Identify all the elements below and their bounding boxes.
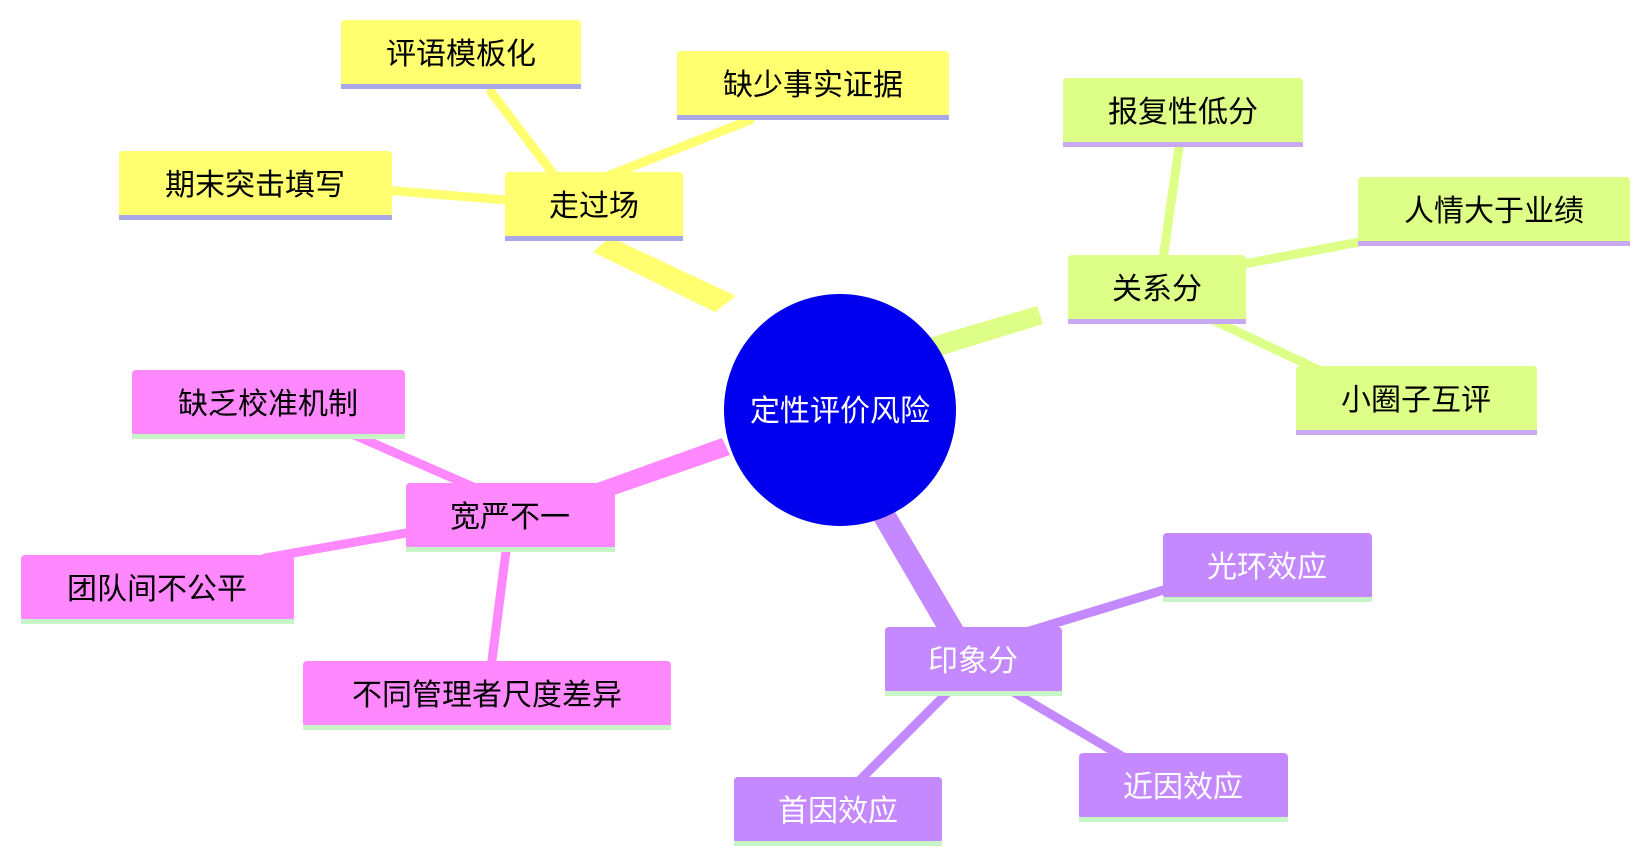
leaf-node-jinyin[interactable]: 近因效应 (1079, 753, 1288, 822)
center-node[interactable]: 定性评价风险 (724, 294, 956, 526)
branch-zouguochang: 走过场 评语模板化 缺少事实证据 期末突击填写 (119, 20, 949, 241)
leaf-node-guanghuan[interactable]: 光环效应 (1163, 533, 1372, 602)
branch-guanxifen: 关系分 报复性低分 人情大于业绩 小圈子互评 (1063, 78, 1630, 435)
edge-center-kuanyan (594, 438, 730, 500)
leaf-node-queshao[interactable]: 缺少事实证据 (677, 51, 949, 120)
edge-center-zouguochang (593, 237, 736, 312)
center-label: 定性评价风险 (750, 394, 930, 429)
branch-node-guanxifen[interactable]: 关系分 (1068, 255, 1246, 324)
leaf-node-butong[interactable]: 不同管理者尺度差异 (303, 661, 671, 730)
edge-center-yinxiangfen (862, 495, 965, 637)
edge-yinxiangfen-jinyin (1005, 685, 1130, 763)
leaf-label: 缺少事实证据 (723, 68, 903, 103)
leaf-label: 光环效应 (1207, 550, 1327, 585)
branch-kuanyan: 宽严不一 缺乏校准机制 团队间不公平 不同管理者尺度差异 (21, 370, 671, 730)
leaf-node-shouyin[interactable]: 首因效应 (734, 777, 942, 846)
leaf-node-baofu[interactable]: 报复性低分 (1063, 78, 1303, 147)
edge-center-guanxifen (905, 306, 1043, 365)
leaf-node-queshaojiaozhun[interactable]: 缺乏校准机制 (132, 370, 405, 439)
leaf-node-xiaoquanzi[interactable]: 小圈子互评 (1296, 366, 1537, 435)
leaf-label: 评语模板化 (386, 37, 536, 72)
leaf-node-tuandui[interactable]: 团队间不公平 (21, 555, 294, 624)
leaf-label: 小圈子互评 (1341, 383, 1491, 418)
leaf-label: 报复性低分 (1108, 95, 1258, 130)
leaf-label: 首因效应 (778, 794, 898, 829)
branch-label: 印象分 (928, 644, 1018, 679)
leaf-label: 团队间不公平 (67, 572, 247, 607)
branch-node-yinxiangfen[interactable]: 印象分 (885, 627, 1062, 696)
leaf-label: 不同管理者尺度差异 (352, 678, 622, 713)
branch-label: 走过场 (549, 189, 639, 224)
leaf-label: 人情大于业绩 (1404, 194, 1584, 229)
branch-label: 宽严不一 (450, 500, 570, 535)
leaf-label: 缺乏校准机制 (178, 387, 358, 422)
leaf-node-renqing[interactable]: 人情大于业绩 (1358, 177, 1630, 246)
center-circle (724, 294, 956, 526)
branch-label: 关系分 (1112, 272, 1202, 307)
leaf-label: 近因效应 (1123, 770, 1243, 805)
leaf-node-pingyu[interactable]: 评语模板化 (341, 20, 581, 89)
leaf-label: 期末突击填写 (165, 168, 345, 203)
branch-yinxiangfen: 印象分 光环效应 近因效应 首因效应 (734, 533, 1372, 846)
edge-yinxiangfen-shouyin (855, 685, 955, 785)
branch-node-zouguochang[interactable]: 走过场 (505, 172, 683, 241)
leaf-node-qimo[interactable]: 期末突击填写 (119, 151, 392, 220)
branch-node-kuanyan[interactable]: 宽严不一 (406, 483, 615, 552)
